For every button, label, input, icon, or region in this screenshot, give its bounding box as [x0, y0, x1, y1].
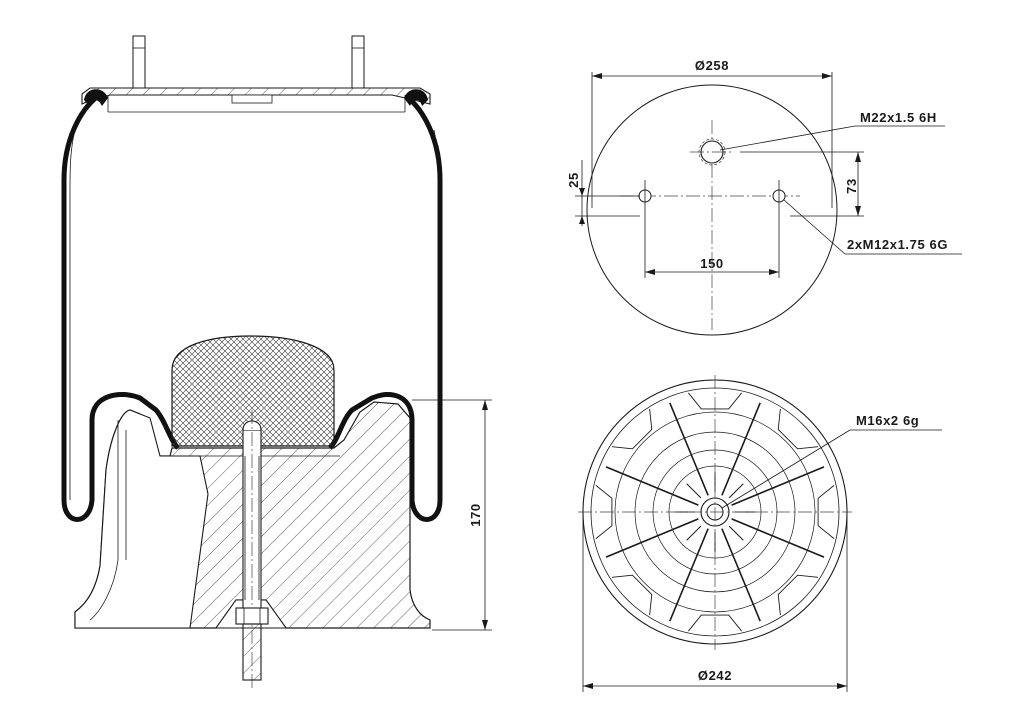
hub-tick	[733, 496, 753, 505]
scallop-pocket	[611, 408, 653, 450]
scallop-pocket	[777, 408, 819, 450]
top-plate	[81, 87, 431, 113]
hub-tick	[699, 474, 708, 494]
bottom-view: M16x2 6g Ø242	[578, 375, 942, 692]
center-thread-hole	[690, 138, 734, 166]
height-dimension: 170	[412, 399, 492, 631]
bottom-view-ribs	[605, 402, 825, 622]
stud-hole-left	[638, 180, 652, 278]
stud-hole-right	[772, 180, 786, 278]
height-label: 170	[468, 503, 483, 527]
hub-tick	[733, 519, 753, 528]
diameter-242-label: Ø242	[698, 668, 732, 683]
hub-tick	[728, 483, 744, 499]
upper-stud-right	[351, 35, 365, 89]
offset-73-label: 73	[844, 178, 859, 194]
hub-tick	[722, 474, 731, 494]
hub-tick	[686, 483, 702, 499]
offset-25-label: 25	[566, 172, 581, 188]
scallop-pocket	[611, 574, 653, 616]
diameter-258-label: Ø258	[695, 58, 729, 73]
scallop-pocket	[817, 485, 835, 539]
diameter-242-dimension: Ø242	[582, 512, 848, 692]
bellows-wall	[61, 89, 443, 522]
offset-73-dimension: 73	[740, 151, 864, 217]
top-view: Ø258 M22x1.5 6H 2xM12x1.75 6G 150	[566, 58, 962, 336]
bolt-thread-leader: M16x2 6g	[721, 413, 942, 509]
stud-spacing-label: 150	[700, 256, 724, 271]
bump-stop	[171, 335, 335, 447]
section-view: 170	[61, 35, 492, 690]
hub-tick	[686, 525, 702, 541]
center-bolt	[235, 410, 269, 690]
hub-tick	[699, 530, 708, 550]
diameter-258-dimension: Ø258	[591, 58, 833, 208]
scallop-pocket	[777, 574, 819, 616]
bolt-thread-label: M16x2 6g	[856, 413, 919, 428]
stud-thread-leader: 2xM12x1.75 6G	[783, 199, 962, 255]
hub-tick	[677, 519, 697, 528]
scallop-pocket	[688, 614, 742, 632]
hub-tick	[677, 496, 697, 505]
offset-25-dimension: 25	[566, 160, 640, 226]
stud-thread-label: 2xM12x1.75 6G	[847, 237, 948, 252]
stud-spacing-dimension: 150	[645, 256, 779, 275]
center-thread-label: M22x1.5 6H	[860, 110, 937, 125]
bottom-view-scallops	[595, 392, 835, 632]
center-thread-leader: M22x1.5 6H	[719, 110, 945, 151]
hub-tick	[722, 530, 731, 550]
hub-tick	[728, 525, 744, 541]
upper-stud-left	[132, 35, 146, 89]
